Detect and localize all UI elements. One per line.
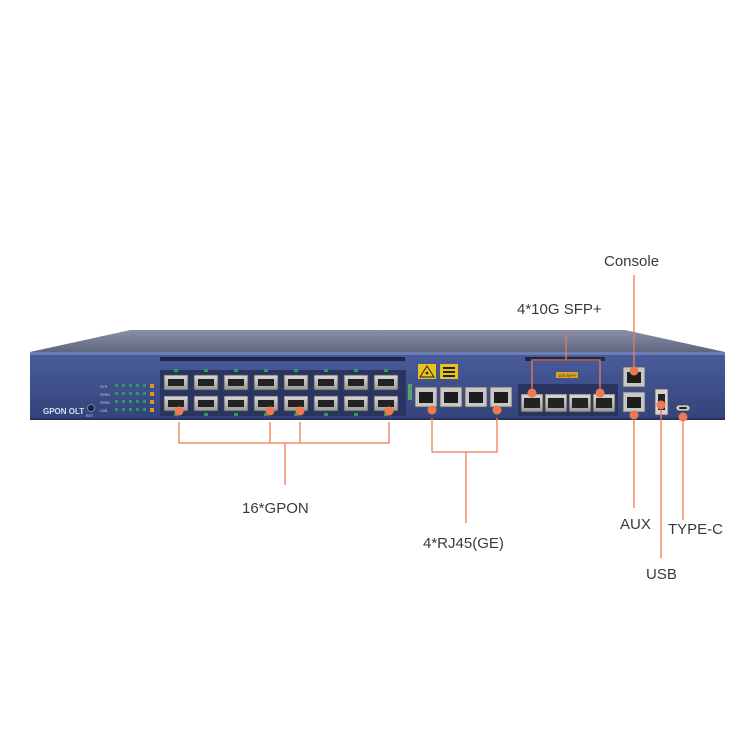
callout-lines [178, 275, 684, 558]
gpon-port[interactable] [193, 374, 219, 391]
rj45-port[interactable] [489, 386, 513, 408]
gpon-port[interactable] [253, 395, 279, 412]
sfp-tag-text: 10G SFP+ [558, 373, 577, 378]
gpon-port[interactable] [193, 395, 219, 412]
laser-warning-label [418, 364, 436, 379]
gpon-port[interactable] [373, 374, 399, 391]
led-label-sys: SYS [100, 385, 108, 389]
type-c-port[interactable] [675, 404, 691, 412]
rj45-ports[interactable] [414, 386, 513, 408]
led-label-pwr2: PWR2 [100, 401, 110, 405]
gpon-port[interactable] [313, 374, 339, 391]
gpon-port[interactable] [163, 374, 189, 391]
rj45-port[interactable] [439, 386, 463, 408]
gpon-port[interactable] [313, 395, 339, 412]
rj45-callout-label: 4*RJ45(GE) [423, 535, 504, 552]
gpon-port[interactable] [223, 395, 249, 412]
gpon-port[interactable] [283, 395, 309, 412]
sfp-plus-port[interactable] [592, 393, 616, 413]
status-led-grid [115, 384, 146, 411]
gpon-callout-label: 16*GPON [242, 500, 309, 517]
led-label-usb: USB [100, 409, 108, 413]
gpon-port[interactable] [253, 374, 279, 391]
sfp-callout-label: 4*10G SFP+ [517, 301, 602, 318]
vent-slots [160, 357, 605, 361]
rj45-port[interactable] [414, 386, 438, 408]
led-labels: SYS PWR1 PWR2 USB RST [86, 385, 110, 418]
sfp-plus-port[interactable] [544, 393, 568, 413]
info-label [440, 364, 458, 379]
pon-led-column [150, 384, 154, 412]
gpon-port[interactable] [223, 374, 249, 391]
gpon-port[interactable] [283, 374, 309, 391]
gpon-port-leds [174, 369, 388, 416]
typec-callout-label: TYPE-C [668, 521, 724, 538]
rj45-port[interactable] [464, 386, 488, 408]
console-callout-label: Console [604, 253, 660, 270]
sfp-plus-port[interactable] [568, 393, 592, 413]
aux-callout-label: AUX [620, 516, 651, 533]
sfp-plus-ports[interactable] [518, 384, 618, 416]
reset-button[interactable] [87, 404, 95, 412]
gpon-ports[interactable] [163, 374, 399, 412]
led-label-pwr1: PWR1 [100, 393, 110, 397]
aux-port[interactable] [622, 391, 646, 413]
model-label: GPON OLT [43, 407, 84, 416]
sfp-tag: 10G SFP+ [556, 372, 578, 378]
usb-callout-label: USB [646, 566, 677, 583]
gpon-port[interactable] [343, 395, 369, 412]
side-indicator [408, 384, 412, 400]
gpon-port[interactable] [343, 374, 369, 391]
callout-dots [174, 366, 688, 422]
chassis-top [30, 330, 725, 352]
led-label-rst: RST [86, 414, 94, 418]
